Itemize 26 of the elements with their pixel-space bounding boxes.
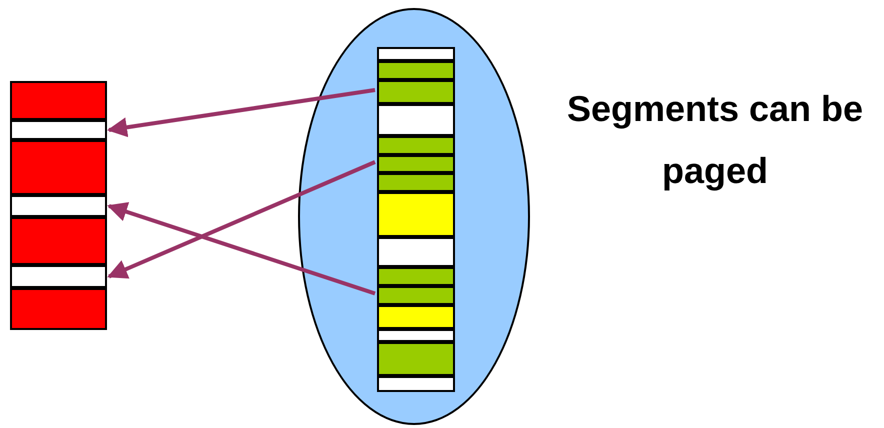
memory-block	[377, 61, 455, 80]
memory-block	[10, 217, 107, 265]
memory-block	[377, 173, 455, 192]
arrow	[107, 88, 376, 138]
memory-block	[10, 120, 107, 140]
memory-block	[377, 237, 455, 267]
heading-text: Segments can be paged	[566, 87, 864, 193]
memory-block	[377, 155, 455, 173]
memory-block	[377, 47, 455, 61]
memory-block	[377, 342, 455, 376]
arrow	[107, 160, 376, 279]
memory-block	[377, 192, 455, 237]
memory-block	[377, 329, 455, 342]
memory-block	[377, 305, 455, 329]
memory-block	[377, 80, 455, 104]
memory-block	[10, 265, 107, 288]
memory-block	[10, 195, 107, 217]
memory-block	[377, 376, 455, 392]
memory-block	[10, 288, 107, 330]
memory-block	[10, 81, 107, 120]
memory-block	[377, 286, 455, 305]
arrow	[107, 202, 376, 296]
memory-block	[377, 136, 455, 155]
memory-block	[10, 140, 107, 195]
memory-block	[377, 267, 455, 286]
memory-block	[377, 104, 455, 136]
